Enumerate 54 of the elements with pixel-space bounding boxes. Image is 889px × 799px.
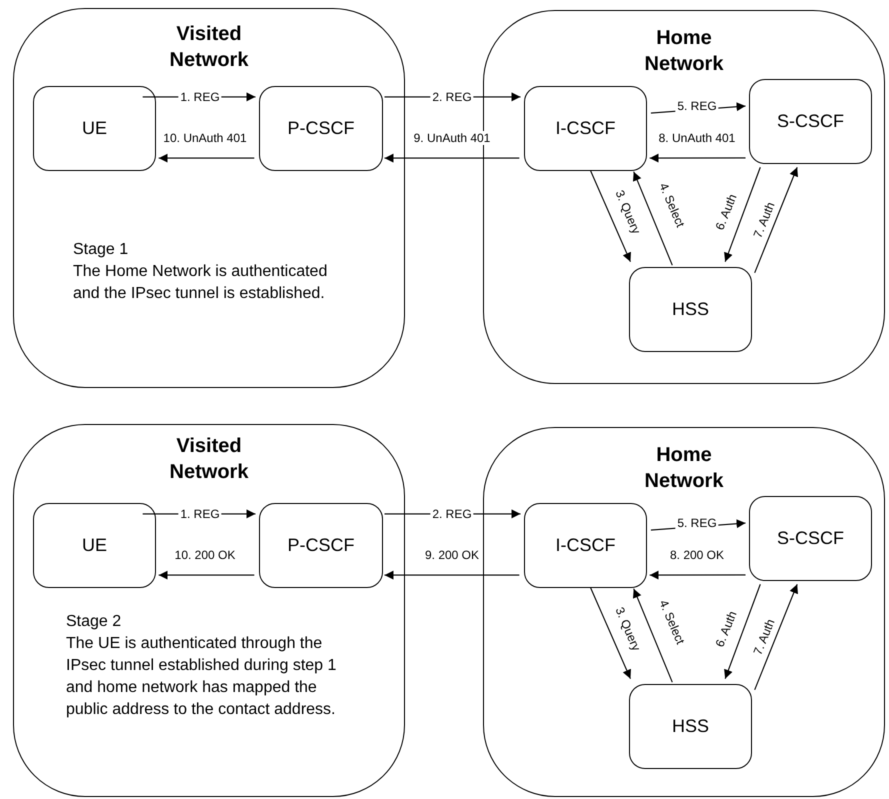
node-label: P-CSCF — [288, 534, 354, 557]
edge-label: 9. UnAuth 401 — [412, 131, 492, 145]
arrow — [632, 172, 673, 266]
network-element-box — [749, 79, 872, 164]
stage-description: The Home Network is authenticated and the IPsec tunnel is established. — [73, 262, 328, 304]
arrow — [158, 154, 254, 163]
arrow — [590, 588, 631, 679]
edge-label: 5. REG — [675, 99, 719, 113]
edge-label: 1. REG — [178, 507, 222, 521]
network-element-box — [629, 684, 752, 769]
network-element-box — [524, 503, 647, 588]
arrow — [632, 588, 673, 682]
stage-heading: Stage 2 — [66, 612, 122, 632]
node-label: S-CSCF — [777, 110, 844, 133]
network-element-box — [749, 496, 872, 581]
arrow — [158, 570, 254, 580]
region-title: Home Network — [644, 26, 724, 77]
network-element-box — [33, 503, 156, 588]
node-label: UE — [82, 534, 107, 557]
stage-heading: Stage 1 — [73, 240, 130, 260]
edge-label: 8. UnAuth 401 — [656, 131, 738, 145]
arrow — [754, 167, 798, 273]
arrow — [384, 154, 520, 163]
network-element-box — [629, 267, 752, 352]
edge-label: 10. 200 OK — [172, 548, 238, 562]
edge-label: 9. 200 OK — [422, 548, 482, 562]
node-label: HSS — [672, 298, 709, 321]
region-title: Visited Network — [168, 434, 250, 485]
network-element-box — [259, 503, 383, 588]
stage-description: The UE is authenticated through the IPsec tunnel established during step 1 and home network has mapped the public address to the contact address. — [66, 634, 338, 720]
region-title: Home Network — [644, 443, 724, 494]
edge-label: 2. REG — [430, 507, 474, 521]
arrow — [724, 584, 761, 679]
node-label: HSS — [672, 715, 709, 738]
node-label: S-CSCF — [777, 527, 844, 550]
arrow — [724, 167, 761, 262]
arrow — [590, 170, 631, 262]
edge-label: 10. UnAuth 401 — [161, 131, 249, 145]
node-label: I-CSCF — [556, 534, 616, 557]
arrow — [650, 570, 746, 580]
network-element-box — [524, 86, 647, 171]
edge-label: 1. REG — [178, 90, 222, 104]
region-title: Visited Network — [168, 22, 250, 73]
edge-label: 2. REG — [430, 90, 474, 104]
arrow — [384, 570, 520, 580]
network-element-box — [33, 86, 156, 171]
network-element-box — [259, 86, 383, 171]
arrow — [650, 154, 746, 163]
edge-label: 8. 200 OK — [668, 548, 726, 562]
arrow — [754, 584, 798, 690]
node-label: P-CSCF — [288, 117, 354, 140]
node-label: I-CSCF — [556, 117, 616, 140]
edge-label: 5. REG — [675, 516, 719, 530]
node-label: UE — [82, 117, 107, 140]
